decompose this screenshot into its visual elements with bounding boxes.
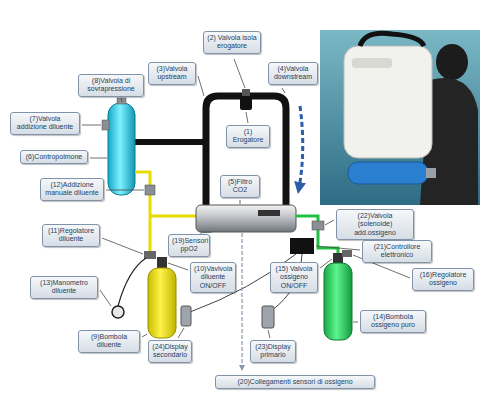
callout-text: (20)Collegamenti sensori di ossigeno (219, 378, 371, 386)
callout-text: (1) Erogatore (230, 128, 266, 145)
callout-text: (2) Valvola isola erogatore (207, 34, 257, 51)
leader-lines (82, 59, 410, 338)
callout-text: (23)Display primario (254, 343, 292, 360)
callout-box: (11)Regolatore diluente (42, 224, 100, 247)
callout-text: (8)Valvola di sovrapressione (82, 77, 140, 94)
mouthpiece (240, 96, 252, 110)
callout-text: (7)Valvola addizione diluente (14, 115, 76, 132)
callout-text: (16)Regolatore ossigeno (416, 271, 470, 288)
callout-text: (3)Valvola upstream (152, 65, 192, 82)
cylinder-valve (333, 253, 343, 263)
controller-box (290, 238, 314, 254)
counterlung (108, 103, 135, 195)
photo-inset (320, 30, 480, 205)
diluent-cylinder (148, 268, 176, 338)
callout-text: (24)Display secondario (152, 343, 188, 360)
callout-box: (2) Valvola isola erogatore (203, 31, 261, 54)
breathing-hose (206, 96, 286, 205)
callout-text: (10)Vavlvola diluente ON/OFF (194, 265, 232, 290)
callout-text: (15) Valvola ossigeno ON/OFF (274, 265, 314, 290)
callout-box: (5)Filtro CO2 (220, 175, 260, 198)
callout-box: (7)Valvola addizione diluente (10, 112, 80, 135)
mouthpiece-valve (242, 89, 250, 96)
callout-text: (5)Filtro CO2 (224, 178, 256, 195)
sensor-cable (241, 233, 242, 368)
counterlung-hose (135, 139, 206, 145)
callout-text: (21)Controllore elettronico (366, 243, 428, 260)
solenoid-symbol (312, 221, 324, 230)
callout-box: (15) Valvola ossigeno ON/OFF (270, 262, 318, 293)
callout-box: (24)Display secondario (148, 340, 192, 363)
callout-text: (13)Manometro diluente (34, 279, 94, 296)
callout-box: (8)Valvola di sovrapressione (78, 74, 144, 97)
valve-symbol (102, 120, 109, 130)
callout-box: (10)Vavlvola diluente ON/OFF (190, 262, 236, 293)
callout-text: (19)Sensori ppO2 (172, 237, 206, 254)
callout-box: (1) Erogatore (226, 125, 270, 148)
valve-symbol (117, 98, 126, 104)
gauge-hose (118, 258, 146, 306)
display-symbol (181, 306, 191, 326)
callout-box: (21)Controllore elettronico (362, 240, 432, 263)
pressure-gauge (112, 306, 124, 318)
callout-box: (6)Contropolmone (20, 150, 88, 164)
callout-box: (13)Manometro diluente (30, 276, 98, 299)
callout-box: (3)Valvola upstream (148, 62, 196, 85)
display-symbol (262, 306, 274, 328)
oxygen-cylinder (324, 263, 352, 340)
co2-filter (196, 205, 296, 232)
callout-box: (16)Regolatore ossigeno (412, 268, 474, 291)
regulator-symbol (342, 250, 352, 257)
callout-box: (12)Addizione manuale diluente (40, 178, 104, 201)
callout-text: (6)Contropolmone (24, 153, 84, 161)
callout-text: (14)Bombola ossigeno puro (364, 313, 422, 330)
callout-text: (12)Addizione manuale diluente (44, 181, 100, 198)
callout-box: (20)Collegamenti sensori di ossigeno (215, 375, 375, 389)
sensor-symbol (258, 210, 280, 216)
callout-box: (14)Bombola ossigeno puro (360, 310, 426, 333)
callout-box: (9)Bombola diluente (78, 330, 140, 353)
callout-text: (4)Valvola downstream (272, 65, 314, 82)
callout-text: (11)Regolatore diluente (46, 227, 96, 244)
valve-symbol (145, 185, 155, 195)
flow-arrow (299, 106, 303, 188)
callout-box: (23)Display primario (250, 340, 296, 363)
callout-text: (9)Bombola diluente (82, 333, 136, 350)
diluent-line (150, 215, 196, 218)
callout-box: (22)Valvola (solenoide) add.ossigeno (336, 209, 414, 240)
cylinder-valve (157, 257, 167, 268)
callout-box: (4)Valvola downstream (268, 62, 318, 85)
callout-text: (22)Valvola (solenoide) add.ossigeno (340, 212, 410, 237)
callout-box: (19)Sensori ppO2 (168, 234, 210, 257)
